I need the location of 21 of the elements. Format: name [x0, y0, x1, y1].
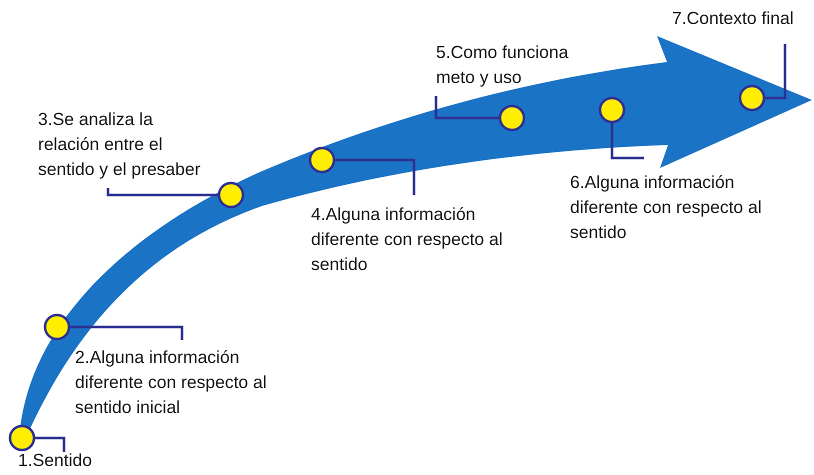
leader-line	[106, 188, 219, 196]
marker-dot	[218, 182, 244, 208]
leader-line	[434, 96, 500, 120]
marker-dot	[498, 104, 526, 132]
leader-line	[69, 326, 184, 340]
step-label: 2.Alguna información diferente con respecto al sentido inicial	[75, 345, 267, 420]
step-label: 4.Alguna información diferente con respecto al sentido	[311, 202, 503, 277]
leader-line	[610, 122, 644, 160]
step-label: 6.Alguna información diferente con respecto al sentido	[570, 170, 762, 245]
leader-line	[334, 158, 416, 195]
step-label: 3.Se analiza la relación entre el sentido y el presaber	[38, 107, 210, 182]
marker-dot	[738, 84, 766, 112]
leader-line	[764, 44, 786, 100]
marker-dot	[598, 96, 626, 124]
step-label: 7.Contexto final	[672, 6, 814, 31]
step-label: 5.Como funciona meto y uso	[436, 40, 578, 90]
marker-dot	[8, 424, 36, 452]
leader-line	[34, 436, 66, 452]
marker-dot	[44, 314, 70, 340]
step-label: 1.Sentido	[18, 448, 138, 473]
marker-dot	[308, 146, 336, 174]
